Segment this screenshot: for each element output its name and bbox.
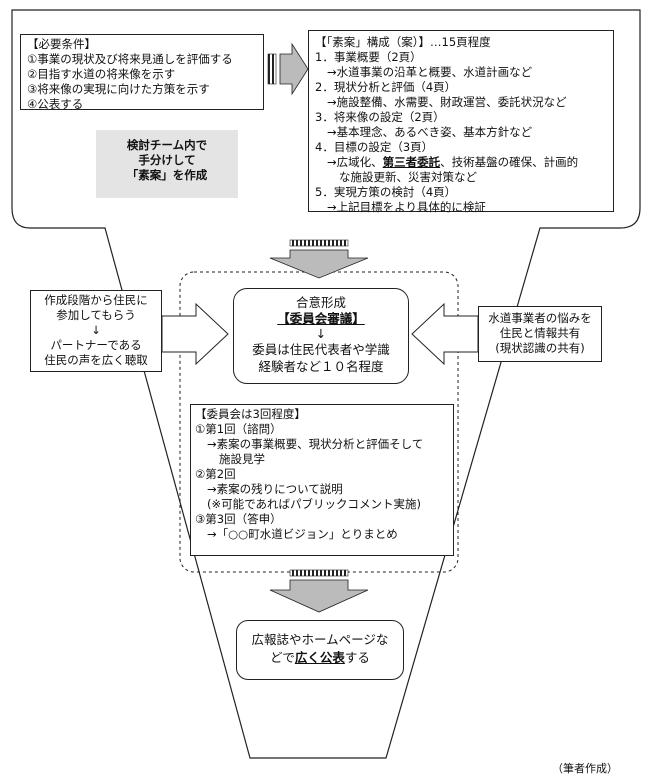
draft-line: 4．目標の設定（3頁）	[315, 140, 434, 154]
draft-structure-box: 【「素案」構成（案）】…15頁程度 1．事業概要（2頁） →水道事業の沿革と概要…	[308, 30, 614, 214]
publish-box: 広報誌やホームページな どで広く公表する	[236, 620, 404, 680]
left-note-line: 住民の声を広く聴取	[44, 353, 148, 367]
requirements-to-draft-arrow	[267, 42, 309, 96]
meeting-line: ②第2回	[195, 467, 236, 481]
team-note-line: 「素案」を作成	[126, 168, 208, 182]
team-note: 検討チーム内で 手分けして 「素案」を作成	[96, 130, 238, 198]
right-note-box: 水道事業者の悩みを 住民と情報共有 (現状認識の共有)	[478, 306, 602, 362]
committee-deliberation: 【委員会審議】	[277, 311, 365, 326]
publish-text: する	[344, 650, 370, 665]
team-note-line: 検討チーム内で	[126, 138, 208, 152]
meeting-line: (※可能であればパブリックコメント実施)	[207, 497, 421, 511]
draft-line: →水道事業の沿革と概要、水道計画など	[327, 65, 533, 79]
left-note-line: ↓	[91, 323, 101, 337]
down-arrow-2	[269, 569, 369, 613]
right-note-line: 住民と情報共有	[499, 326, 581, 340]
consensus-body: 経験者など１０名程度	[258, 359, 384, 374]
requirements-box: 【必要条件】 ①事業の現状及び将来見通しを評価する ②目指す水道の将来像を示す …	[20, 34, 264, 111]
consensus-body: 委員は住民代表者や学識	[252, 342, 390, 357]
consensus-title: 合意形成	[295, 295, 346, 310]
draft-line: →基本理念、あるべき姿、基本方針など	[327, 125, 533, 139]
funnel-shape	[11, 9, 641, 759]
draft-line: 5．実現方策の検討（4頁）	[315, 185, 457, 199]
right-note-line: 水道事業者の悩みを	[488, 311, 592, 325]
requirement-item: ④公表する	[27, 97, 84, 111]
requirements-title: 【必要条件】	[27, 37, 96, 51]
draft-text: 、技術基盤の確保、計画的	[440, 155, 579, 169]
third-party-consignment: 第三者委託	[382, 155, 441, 169]
left-note-line: パートナーである	[50, 338, 142, 352]
left-note-line: 参加してもらう	[56, 308, 136, 322]
meeting-line: ③第3回（答申）	[195, 512, 282, 526]
requirement-item: ③将来像の実現に向けた方策を示す	[27, 82, 210, 96]
meeting-line: →素案の残りについて説明	[207, 482, 343, 496]
left-input-arrow	[161, 302, 229, 366]
left-note-box: 作成段階から住民に 参加してもらう ↓ パートナーである 住民の声を広く聴取	[30, 290, 162, 372]
publish-text: どで	[270, 650, 295, 665]
draft-line: 3．将来像の設定（2頁）	[315, 110, 445, 124]
draft-line: 1．事業概要（2頁）	[315, 50, 422, 64]
consensus-arrow: ↓	[315, 326, 327, 341]
meeting-line: →「○○町水道ビジョン」とりまとめ	[207, 527, 398, 541]
meeting-line: →素案の事業概要、現状分析と評価そして	[207, 437, 424, 451]
right-input-arrow	[411, 302, 479, 366]
draft-line-highlight: →広域化、第三者委託、技術基盤の確保、計画的	[315, 155, 607, 170]
draft-line: 2．現状分析と評価（4頁）	[315, 80, 457, 94]
draft-text: →広域化、	[327, 155, 383, 169]
requirement-item: ①事業の現状及び将来見通しを評価する	[27, 52, 233, 66]
draft-line: →上記目標をより具体的に検証	[327, 200, 486, 214]
draft-title: 【「素案」構成（案）】…15頁程度	[315, 35, 491, 49]
publish-line: どで広く公表する	[237, 649, 403, 667]
meeting-line: 施設見学	[219, 452, 265, 466]
meetings-title: 【委員会は3回程度】	[195, 407, 306, 421]
consensus-box: 合意形成 【委員会審議】 ↓ 委員は住民代表者や学識 経験者など１０名程度	[233, 288, 409, 384]
requirement-item: ②目指す水道の将来像を示す	[27, 67, 176, 81]
meetings-box: 【委員会は3回程度】 ①第1回（諮問） →素案の事業概要、現状分析と評価そして …	[190, 404, 454, 556]
draft-line: な施設更新、災害対策など	[339, 170, 477, 184]
left-note-line: 作成段階から住民に	[44, 293, 148, 307]
draft-line: →施設整備、水需要、財政運営、委託状況など	[327, 95, 567, 109]
meeting-line: ①第1回（諮問）	[195, 422, 282, 436]
source-note: （筆者作成）	[552, 762, 618, 775]
down-arrow-1	[269, 239, 369, 279]
publish-widely: 広く公表	[294, 650, 345, 665]
team-note-line: 手分けして	[138, 153, 196, 167]
publish-line: 広報誌やホームページな	[251, 632, 389, 647]
right-note-line: (現状認識の共有)	[495, 341, 585, 355]
